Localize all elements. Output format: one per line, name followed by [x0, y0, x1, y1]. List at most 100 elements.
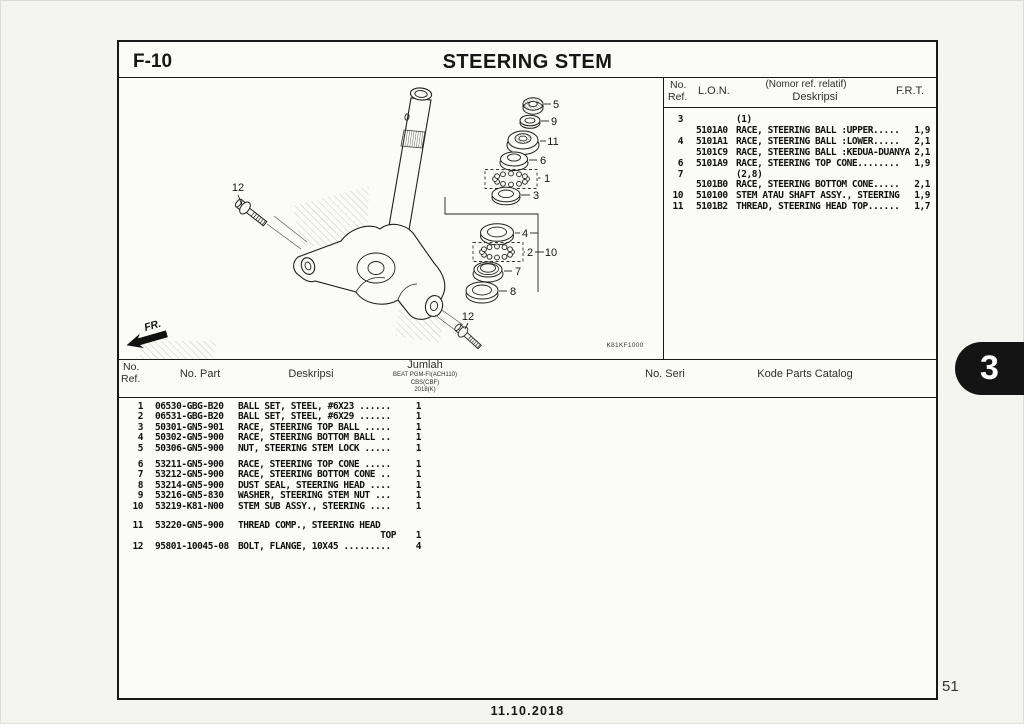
lon-desc-cell: THREAD, STEERING HEAD TOP...... — [736, 201, 900, 213]
part-ref-cell: 1 — [137, 401, 144, 412]
part-desc-cell: BALL SET, STEEL, #6X29 ...... — [238, 411, 396, 423]
part-ref-cell: 5 — [137, 442, 144, 454]
callout-2: 2 — [527, 247, 533, 259]
gap-cell — [683, 115, 696, 126]
part-qty-cell: 4 — [415, 540, 422, 552]
part-desc-line: RACE, STEERING BOTTOM CONE .. — [238, 469, 391, 481]
callout-leader-lines — [237, 103, 551, 330]
part-desc-cell: RACE, STEERING BOTTOM CONE .. — [238, 469, 396, 481]
part-number-cell: 53220-GN5-900 — [155, 520, 224, 532]
lon-table-row: 3(1) — [669, 114, 930, 126]
parts-header-kode: Kode Parts Catalog — [757, 368, 853, 380]
lon-desc-cell: RACE, STEERING BOTTOM CONE..... — [736, 179, 900, 191]
part-qty-cell: 1 — [415, 490, 422, 502]
parts-header-jumlah: Jumlah — [407, 359, 443, 371]
lon-table-row: 4 5101A1 RACE, STEERING BALL :LOWER..... 2,… — [669, 135, 931, 148]
lon-desc-cell: (2,8) — [736, 168, 763, 180]
part-desc-line: STEM SUB ASSY., STEERING .... — [238, 500, 391, 512]
chapter-tab-label: 3 — [980, 349, 999, 387]
part-desc-line2: TOP — [380, 530, 396, 542]
part-desc-cell: DUST SEAL, STEERING HEAD .... — [238, 479, 396, 491]
lon-frt-cell: 1,9 — [914, 190, 930, 202]
callout-12-left: 12 — [232, 182, 244, 194]
callout-9: 9 — [551, 116, 557, 128]
lon-header-deskripsi: Deskripsi — [792, 91, 838, 103]
lon-ref-cell: 7 — [677, 168, 684, 180]
part-desc-cell: RACE, STEERING TOP BALL ..... — [238, 422, 396, 433]
callout-10: 10 — [545, 247, 557, 259]
gap-cell — [683, 191, 696, 202]
steering-stem-shaft — [388, 87, 433, 231]
part-top-cone-race — [499, 151, 529, 171]
part-number-cell: 50306-GN5-900 — [155, 442, 224, 454]
lon-ref-cell: 4 — [677, 135, 684, 147]
fr-arrow: FR. — [126, 318, 168, 349]
lon-header-ref: Ref. — [668, 91, 688, 103]
part-desc-line: RACE, STEERING TOP CONE ..... — [238, 459, 391, 471]
callout-8: 8 — [510, 286, 516, 298]
lon-frt-cell: 2,1 — [914, 135, 930, 147]
part-ref-cell: 4 — [137, 432, 144, 444]
lon-code-cell: 5101A1 — [696, 135, 728, 147]
lon-code-cell: 5101A0 — [696, 124, 728, 136]
part-desc-line: NUT, STEERING STEM LOCK ..... — [238, 442, 391, 454]
lon-header-lon: L.O.N. — [698, 85, 730, 97]
parts-header-jumlah-variant: CBS(CBF) — [410, 379, 440, 386]
lon-header-note: (Nomor ref. relatif) — [765, 79, 847, 90]
lon-frt-cell: 1,7 — [914, 201, 930, 213]
lon-ref-cell: 3 — [677, 114, 684, 125]
lon-frt-cell: 1,9 — [914, 157, 930, 169]
part-flange-bolt-left — [234, 198, 268, 227]
parts-header-jumlah-model: BEAT PGM-FI(ACH110) — [392, 372, 457, 378]
bottom-bracket — [293, 223, 446, 320]
lon-code-cell: 510100 — [696, 190, 728, 202]
part-ref-cell: 7 — [137, 469, 144, 481]
part-dust-seal — [480, 223, 514, 246]
lon-ref-cell: 11 — [672, 201, 683, 213]
lon-ref-cell: 6 — [677, 157, 684, 169]
lon-table-row: 7 (2,8) — [669, 168, 930, 181]
part-ball-set-upper — [484, 169, 538, 189]
lon-ref-cell — [669, 148, 683, 159]
parts-table-top-border — [117, 358, 938, 361]
parts-table-row: 5 50306-GN5-900 NUT, STEERING STEM LOCK ..… — [119, 442, 422, 454]
part-bottom-cone-race — [472, 261, 504, 283]
part-desc-cell: RACE, STEERING TOP CONE ..... — [238, 459, 396, 471]
lon-frt-cell: 2,1 — [914, 146, 930, 158]
parts-header-jumlah-year: 2018(K) — [414, 387, 436, 393]
part-number-cell: 50302-GN5-900 — [155, 432, 224, 444]
part-desc-line: BALL SET, STEEL, #6X29 ...... — [238, 411, 391, 423]
lon-code-cell: 5101A9 — [696, 157, 728, 169]
part-top-ball-race — [491, 186, 521, 206]
gap-cell — [683, 148, 696, 159]
part-flange-bolt-right — [454, 323, 482, 350]
lon-desc-cell: RACE, STEERING BALL :LOWER..... — [736, 135, 900, 147]
callout-numbers: 5 9 11 6 1 3 4 2 10 7 8 12 12 — [232, 99, 559, 323]
callout-6: 6 — [540, 155, 546, 167]
lon-panel-left-border — [662, 78, 664, 359]
title-divider — [117, 76, 938, 79]
part-ref-cell: 6 — [137, 459, 144, 471]
part-desc-line: DUST SEAL, STEERING HEAD .... — [238, 479, 391, 491]
part-ref-cell: 3 — [137, 421, 144, 433]
part-ref-cell: 11 — [132, 520, 143, 532]
part-desc-cell: STEM SUB ASSY., STEERING .... — [238, 500, 396, 512]
lon-frt-cell: 2,1 — [914, 179, 930, 191]
lon-ref-cell: 10 — [672, 190, 683, 202]
part-ref-cell: 2 — [137, 411, 144, 423]
